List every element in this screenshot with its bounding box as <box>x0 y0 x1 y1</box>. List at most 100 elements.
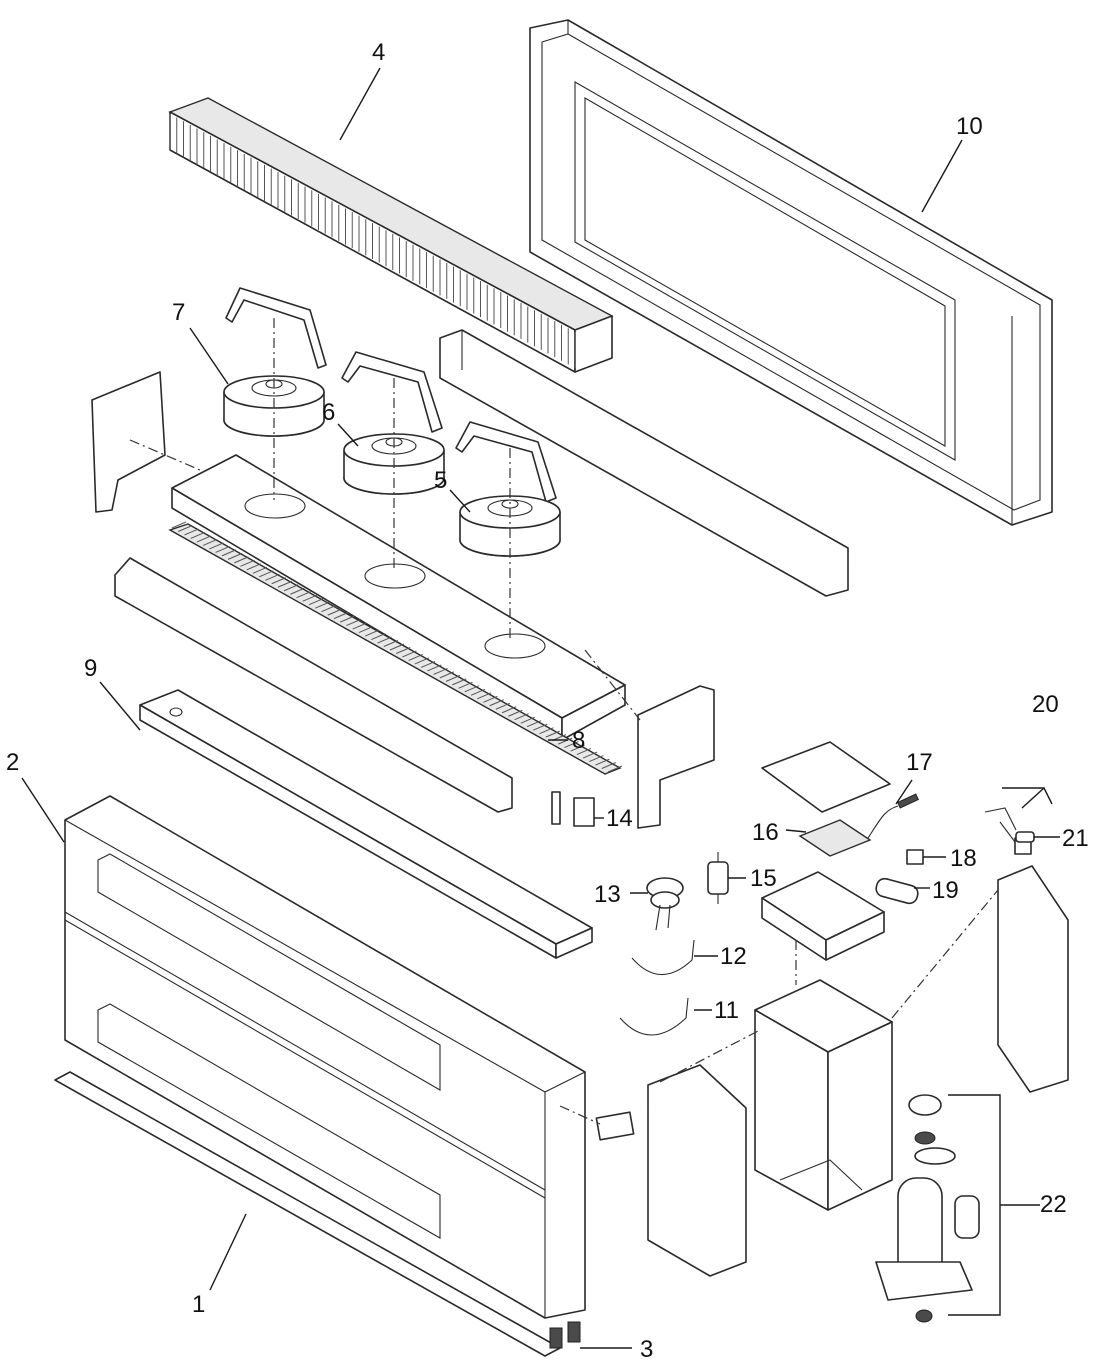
part-14-switch <box>551 791 595 827</box>
part-20-bracket <box>984 807 1032 855</box>
part-rail-long <box>439 329 849 597</box>
callout-15: 15 <box>750 865 777 892</box>
filter-hatch-line <box>501 706 517 714</box>
filter-hatch-line <box>377 636 392 644</box>
filter-hatch-line <box>508 709 523 717</box>
filter-hatch-line <box>202 538 218 546</box>
callout-22: 22 <box>1040 1191 1067 1218</box>
callout-1: 1 <box>192 1291 205 1318</box>
part-13-valve <box>646 877 684 931</box>
callout-16: 16 <box>752 819 779 846</box>
callout-13: 13 <box>594 881 621 908</box>
callout-19: 19 <box>932 877 959 904</box>
part-2-cabinet <box>64 795 635 1319</box>
filter-hatch-line <box>595 758 610 766</box>
filter-hatch-line <box>190 531 205 539</box>
filter-hatch-line <box>364 629 380 637</box>
filter-hatch-line <box>371 633 386 641</box>
control-box-tray <box>761 871 885 961</box>
filter-hatch-line <box>607 765 623 773</box>
filter-hatch-line <box>346 619 361 627</box>
part-8-filter <box>168 521 623 775</box>
filter-hatch-line <box>433 667 448 675</box>
part-18-connector <box>906 849 924 865</box>
filter-hatch-line <box>321 605 336 613</box>
filter-hatch-line <box>184 528 199 536</box>
filter-hatch-line <box>464 685 479 693</box>
filter-hatch-line <box>414 657 430 665</box>
part-21-fitting <box>1015 831 1035 843</box>
filter-hatch-line <box>240 559 255 567</box>
filter-hatch-line <box>526 720 542 728</box>
callout-6: 6 <box>322 399 335 426</box>
filter-hatch-line <box>259 570 274 578</box>
part-11-tube <box>619 997 689 1036</box>
filter-hatch-line <box>533 723 548 731</box>
filter-hatch-line <box>470 688 486 696</box>
filter-hatch-line <box>246 563 261 571</box>
side-plate-left <box>91 371 166 513</box>
filter-hatch-line <box>302 594 317 602</box>
filter-hatch-line <box>221 549 237 557</box>
filter-hatch-line <box>477 692 492 700</box>
filter-hatch <box>171 521 623 773</box>
filter-hatch-line <box>209 542 224 550</box>
part-4-coil <box>168 97 614 373</box>
filter-hatch-line <box>427 664 442 672</box>
filter-hatch-line <box>520 716 535 724</box>
callout-5: 5 <box>434 467 447 494</box>
part-10-frame <box>529 19 1053 526</box>
filter-hatch-line <box>514 713 529 721</box>
filter-hatch-line <box>215 545 230 553</box>
callout-17: 17 <box>906 749 933 776</box>
filter-hatch-line <box>420 660 436 668</box>
filter-hatch-line <box>308 598 324 606</box>
filter-hatch-line <box>601 762 616 769</box>
filter-hatch-line <box>489 699 504 707</box>
compressor-stand <box>754 979 893 1211</box>
filter-hatch-line <box>290 587 305 595</box>
part-19-capacitor <box>875 877 919 905</box>
leader-lines <box>21 67 1060 1349</box>
filter-hatch-line <box>358 626 374 634</box>
filter-hatch-line <box>396 647 411 654</box>
side-panel-left <box>647 1064 747 1277</box>
part-12-tube <box>631 939 695 975</box>
filter-hatch-line <box>333 612 349 620</box>
part-15-drier <box>707 852 729 904</box>
filter-hatch-line <box>227 552 243 560</box>
callout-21: 21 <box>1062 825 1089 852</box>
callout-11: 11 <box>714 997 739 1024</box>
filter-hatch-line <box>557 737 573 745</box>
filter-hatch-line <box>570 744 585 752</box>
part-22-compressor <box>875 1094 980 1323</box>
filter-hatch-line <box>252 566 268 574</box>
filter-hatch-line <box>439 671 455 679</box>
assembly-lines <box>129 318 999 1125</box>
part-9-drain-pan <box>139 689 593 959</box>
filter-hatch-line <box>283 584 299 592</box>
callout-7: 7 <box>172 299 185 326</box>
filter-hatch-line <box>265 573 280 581</box>
side-panel-right <box>997 865 1069 1093</box>
side-plate-right <box>637 685 715 829</box>
part-5-fan-wheel <box>459 495 561 557</box>
coil-fins <box>169 114 576 368</box>
control-box-cover <box>761 741 891 813</box>
filter-hatch-line <box>178 525 193 532</box>
filter-hatch-line <box>402 650 417 658</box>
callout-18: 18 <box>950 845 977 872</box>
filter-hatch-line <box>171 521 187 529</box>
filter-hatch-line <box>315 601 330 609</box>
callouts: 1 2 3 4 5 6 7 8 9 10 11 12 13 14 15 16 1… <box>6 39 1089 1362</box>
filter-hatch-line <box>495 702 511 710</box>
filter-hatch-line <box>458 681 473 689</box>
fan-deck <box>171 454 626 741</box>
filter-hatch-line <box>445 674 461 682</box>
filter-hatch-line <box>339 615 355 623</box>
callout-12: 12 <box>720 943 747 970</box>
filter-hatch-line <box>234 556 249 564</box>
filter-hatch-line <box>576 748 592 756</box>
part-3-feet <box>549 1321 581 1349</box>
callout-2: 2 <box>6 749 19 776</box>
